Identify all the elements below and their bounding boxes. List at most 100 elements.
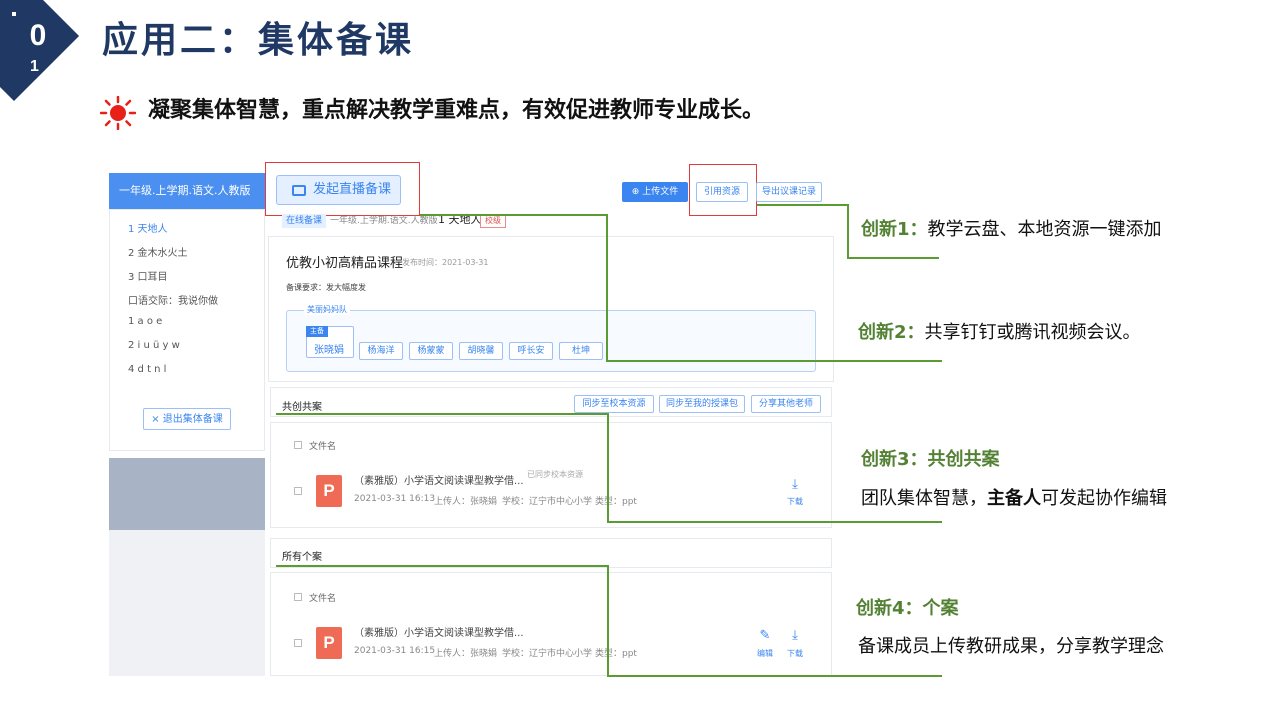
sidebar-item-lesson-1[interactable]: 1 天地人 — [128, 224, 168, 235]
callout-1-body: 教学云盘、本地资源一键添加 — [927, 219, 1162, 240]
download-icon[interactable]: ⤓ — [792, 628, 798, 643]
team-member[interactable]: 胡晓馨 — [459, 342, 503, 360]
upload-button-label: 上传文件 — [642, 187, 679, 197]
shared-plan-title: 共创共案 — [282, 402, 322, 413]
sidebar-grey-strip — [109, 530, 265, 676]
lead-tag: 主备 — [306, 326, 328, 337]
connector-line-4 — [607, 565, 609, 677]
edit-label[interactable]: 编辑 — [757, 649, 773, 658]
cite-resource-button[interactable]: 引用资源 — [696, 182, 748, 202]
callout-2: 创新2：共享钉钉或腾讯视频会议。 — [858, 318, 1141, 344]
team-member[interactable]: 杨蒙蒙 — [409, 342, 453, 360]
course-path: 一年级.上学期.语文.人教版 — [330, 216, 438, 226]
file-name-header: 文件名 — [309, 594, 337, 604]
sidebar-item-pinyin-2[interactable]: 2 i u ü y w — [128, 340, 180, 351]
exit-collective-prep-button[interactable]: × 退出集体备课 — [143, 408, 231, 430]
callout-4-head: 创新4：个案 — [856, 598, 959, 619]
file-checkbox[interactable] — [294, 487, 302, 495]
sync-school-resource-button[interactable]: 同步至校本资源 — [574, 395, 654, 413]
page-title: 应用二：集体备课 — [102, 20, 415, 61]
file-uploader: 上传人：张晓娟 — [434, 649, 498, 659]
publish-time: 发布时间：2021-03-31 — [402, 258, 489, 267]
file-type: 类型：ppt — [595, 497, 637, 507]
team-name: 美丽妈妈队 — [304, 304, 350, 315]
file-school: 学校：辽宁市中心小学 — [502, 649, 593, 659]
download-icon[interactable]: ⤓ — [792, 477, 798, 492]
callout-3-body-strong: 主备人 — [987, 488, 1041, 509]
connector-line-4 — [607, 675, 942, 677]
subtitle: 凝聚集体智慧，重点解决教学重难点，有效促进教师专业成长。 — [148, 98, 765, 123]
callout-3-body-pre: 团队集体智慧， — [861, 488, 987, 509]
personal-plan-title: 所有个案 — [282, 552, 322, 563]
callout-4-body: 备课成员上传教研成果，分享教学理念 — [858, 636, 1164, 657]
lead-teacher-name: 张晓娟 — [314, 345, 344, 356]
sidebar-item-pinyin-4[interactable]: 4 d t n l — [128, 364, 167, 375]
sidebar-title: 一年级.上学期.语文.人教版 — [109, 173, 265, 209]
connector-line-2 — [420, 214, 607, 216]
file-checkbox[interactable] — [294, 639, 302, 647]
ppt-file-icon: P — [316, 627, 342, 659]
scope-tag: 校级 — [480, 214, 506, 228]
callout-2-body: 共享钉钉或腾讯视频会议。 — [924, 322, 1141, 343]
course-title: 优教小初高精品课程 — [286, 256, 404, 271]
close-icon: × — [151, 414, 163, 425]
connector-line-1 — [847, 204, 849, 259]
file-type: 类型：ppt — [595, 649, 637, 659]
sidebar-item-lesson-3[interactable]: 3 口耳目 — [128, 272, 168, 283]
sidebar: 1 天地人 2 金木水火土 3 口耳目 口语交际：我说你做 1 a o e 2 … — [109, 209, 265, 451]
badge-dot — [12, 12, 16, 16]
sidebar-item-lesson-2[interactable]: 2 金木水火土 — [128, 248, 188, 259]
file-name[interactable]: （素雅版）小学语文阅读课型教学借... — [354, 628, 524, 639]
personal-plan-header — [270, 538, 832, 568]
upload-icon: ⊕ — [631, 187, 643, 197]
sync-teaching-package-button[interactable]: 同步至我的授课包 — [659, 395, 745, 413]
video-icon — [292, 185, 306, 196]
edit-icon[interactable]: ✎ — [759, 628, 771, 643]
cite-button-highlight — [689, 164, 757, 216]
exit-button-label: 退出集体备课 — [162, 414, 223, 425]
shared-file-list — [270, 422, 832, 528]
select-all-checkbox[interactable] — [294, 593, 302, 601]
file-name[interactable]: （素雅版）小学语文阅读课型教学借... — [354, 476, 524, 487]
sidebar-item-oral[interactable]: 口语交际：我说你做 — [128, 296, 218, 307]
callout-1-head: 创新1： — [861, 219, 928, 240]
upload-file-button[interactable]: ⊕ 上传文件 — [622, 182, 688, 202]
export-record-button[interactable]: 导出议课记录 — [756, 182, 822, 202]
lesson-name: 1 天地人 — [438, 213, 482, 226]
online-prep-tag: 在线备课 — [282, 214, 327, 228]
team-member[interactable]: 杜坤 — [559, 342, 603, 360]
connector-line-3 — [607, 413, 609, 523]
select-all-checkbox[interactable] — [294, 441, 302, 449]
connector-line-3 — [276, 413, 609, 415]
sidebar-item-pinyin-1[interactable]: 1 a o e — [128, 316, 163, 327]
live-button-highlight — [265, 162, 420, 216]
file-date: 2021-03-31 16:15 — [354, 646, 436, 656]
connector-line-1 — [757, 204, 848, 206]
download-label[interactable]: 下载 — [787, 649, 803, 658]
connector-line-1 — [847, 257, 939, 259]
personal-file-list — [270, 572, 832, 676]
file-name-header: 文件名 — [309, 442, 337, 452]
share-teachers-button[interactable]: 分享其他老师 — [751, 395, 821, 413]
sun-icon — [100, 96, 136, 130]
callout-3-body: 团队集体智慧，主备人可发起协作编辑 — [861, 484, 1167, 510]
start-live-prep-button[interactable]: 发起直播备课 — [276, 175, 401, 205]
team-member[interactable]: 呼长安 — [509, 342, 553, 360]
download-label[interactable]: 下载 — [787, 497, 803, 506]
callout-2-head: 创新2： — [858, 322, 925, 343]
file-date: 2021-03-31 16:13 — [354, 494, 436, 504]
callout-3-body-post: 可发起协作编辑 — [1041, 488, 1167, 509]
connector-line-4 — [276, 565, 609, 567]
team-box — [286, 310, 816, 372]
section-number: 0 — [29, 19, 47, 52]
ppt-file-icon: P — [316, 475, 342, 507]
connector-line-3 — [607, 521, 942, 523]
live-button-label: 发起直播备课 — [313, 182, 392, 197]
callout-3-head: 创新3：共创共案 — [861, 449, 1000, 470]
file-school: 学校：辽宁市中心小学 — [502, 497, 593, 507]
section-number-suffix: 1 — [30, 58, 39, 75]
connector-line-2 — [606, 360, 942, 362]
team-member[interactable]: 杨海洋 — [359, 342, 403, 360]
file-uploader: 上传人：张晓娟 — [434, 497, 498, 507]
connector-line-2 — [606, 214, 608, 362]
